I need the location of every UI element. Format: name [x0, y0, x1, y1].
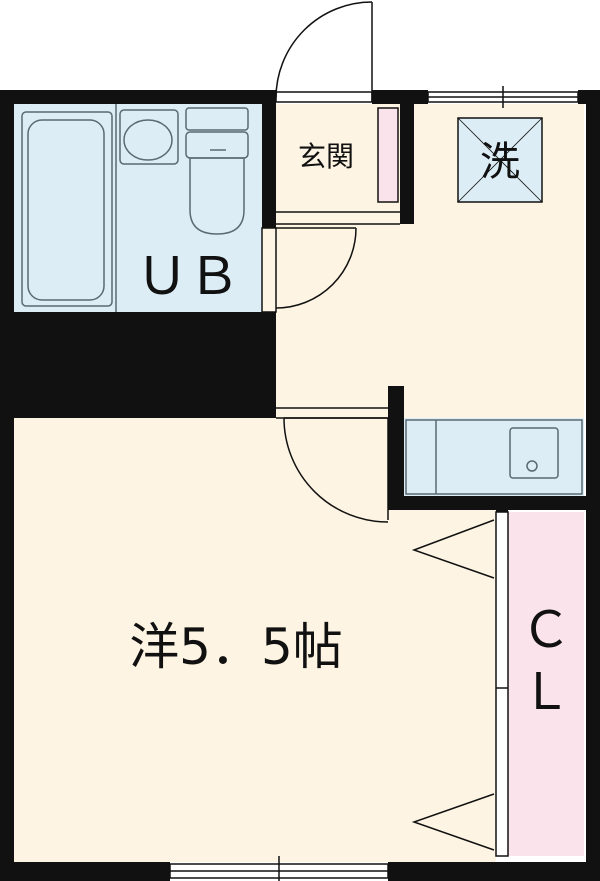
- shoe-box: [377, 107, 399, 203]
- western-room-label: 洋5．5帖: [129, 618, 343, 676]
- unit-bath-door[interactable]: [261, 227, 357, 313]
- closet-label: ＣＬ: [521, 601, 571, 721]
- genkan-step: [276, 211, 400, 225]
- entrance-door[interactable]: [275, 1, 373, 103]
- kitchen-counter: [405, 419, 583, 495]
- walls: [0, 90, 600, 881]
- kitchen-floor: [402, 418, 584, 496]
- closet-doors[interactable]: [411, 511, 509, 857]
- washer-space: [457, 117, 543, 203]
- bottom-window: [169, 856, 389, 881]
- top-window: [427, 86, 579, 108]
- closet-floor: [508, 512, 584, 856]
- room-door[interactable]: [276, 407, 389, 523]
- unit-bath-label: ＵＢ: [136, 247, 240, 307]
- unit-bath-floor: [14, 104, 262, 312]
- bathtub: [21, 104, 117, 312]
- washer-label: 洗: [480, 139, 520, 185]
- toilet: [185, 107, 249, 235]
- genkan-label: 玄関: [298, 140, 354, 173]
- bath-sink: [119, 109, 179, 165]
